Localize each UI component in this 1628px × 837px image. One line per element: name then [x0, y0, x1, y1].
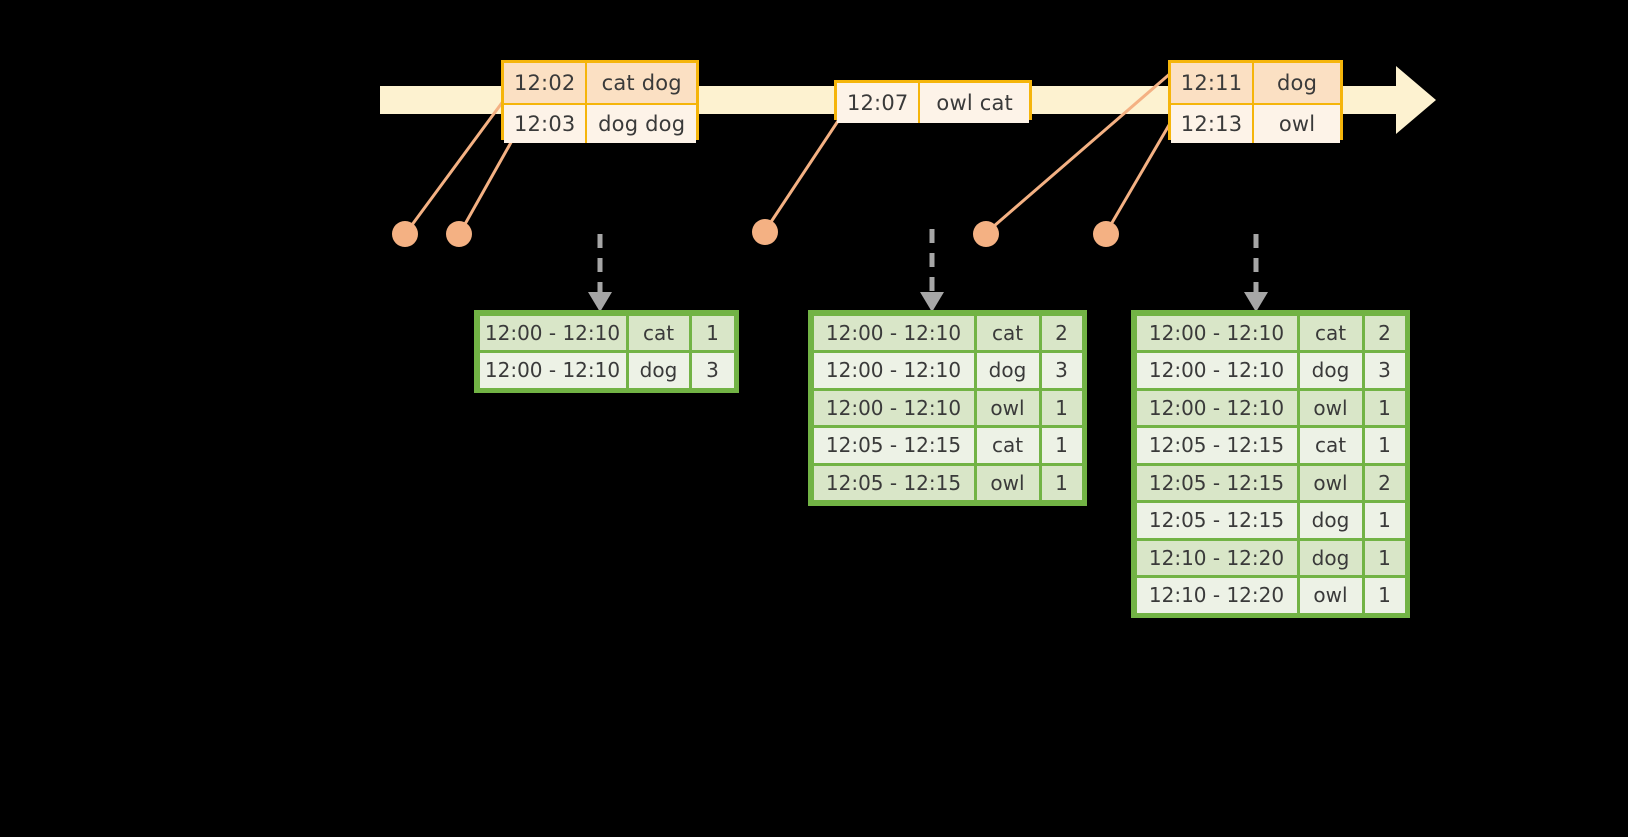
- count-cell: 1: [1364, 540, 1405, 575]
- key-cell: owl: [1299, 578, 1362, 613]
- window-cell: 12:10 - 12:20: [1136, 578, 1297, 613]
- key-cell: cat: [628, 315, 689, 350]
- event-row[interactable]: 12:02 cat dog: [504, 63, 696, 103]
- key-cell: owl: [1299, 390, 1362, 425]
- window-cell: 12:05 - 12:15: [1136, 465, 1297, 500]
- table-row[interactable]: 12:00 - 12:10 cat 2: [1135, 314, 1406, 352]
- key-cell: cat: [1299, 315, 1362, 350]
- table-row[interactable]: 12:05 - 12:15 dog 1: [1135, 502, 1406, 540]
- connector-dot-3: [752, 219, 778, 245]
- key-cell: dog: [1299, 353, 1362, 388]
- key-cell: dog: [1299, 540, 1362, 575]
- event-time: 12:11: [1171, 63, 1255, 103]
- window-cell: 12:00 - 12:10: [813, 353, 974, 388]
- count-cell: 1: [1041, 390, 1082, 425]
- window-cell: 12:00 - 12:10: [479, 315, 626, 350]
- window-cell: 12:00 - 12:10: [479, 353, 626, 388]
- result-table-1[interactable]: 12:00 - 12:10 cat 1 12:00 - 12:10 dog 3: [474, 310, 739, 393]
- event-row[interactable]: 12:11 dog: [1171, 63, 1340, 103]
- event-words: cat dog: [587, 63, 696, 103]
- table-row[interactable]: 12:00 - 12:10 dog 3: [1135, 352, 1406, 390]
- table-row[interactable]: 12:05 - 12:15 cat 1: [812, 427, 1083, 465]
- count-cell: 2: [1364, 465, 1405, 500]
- event-time: 12:13: [1171, 105, 1255, 143]
- key-cell: dog: [628, 353, 689, 388]
- window-cell: 12:05 - 12:15: [1136, 503, 1297, 538]
- table-row[interactable]: 12:00 - 12:10 cat 1: [478, 314, 735, 352]
- table-row[interactable]: 12:00 - 12:10 dog 3: [812, 352, 1083, 390]
- timeline-arrow-head-icon: [1360, 66, 1436, 134]
- count-cell: 1: [1364, 578, 1405, 613]
- window-cell: 12:00 - 12:10: [813, 315, 974, 350]
- table-row[interactable]: 12:05 - 12:15 cat 1: [1135, 427, 1406, 465]
- event-time: 12:03: [504, 105, 588, 143]
- event-row[interactable]: 12:13 owl: [1171, 103, 1340, 143]
- table-row[interactable]: 12:00 - 12:10 owl 1: [812, 389, 1083, 427]
- key-cell: owl: [976, 465, 1039, 500]
- event-words: dog dog: [587, 105, 696, 143]
- window-cell: 12:10 - 12:20: [1136, 540, 1297, 575]
- result-table-2[interactable]: 12:00 - 12:10 cat 2 12:00 - 12:10 dog 3 …: [808, 310, 1087, 506]
- event-time: 12:07: [837, 83, 921, 123]
- flow-arrow-heads: [588, 292, 1268, 312]
- event-words: dog: [1254, 63, 1340, 103]
- connector-dot-2: [446, 221, 472, 247]
- window-cell: 12:05 - 12:15: [813, 465, 974, 500]
- window-cell: 12:00 - 12:10: [1136, 390, 1297, 425]
- connector-dot-4: [973, 221, 999, 247]
- count-cell: 3: [691, 353, 734, 388]
- result-table-3[interactable]: 12:00 - 12:10 cat 2 12:00 - 12:10 dog 3 …: [1131, 310, 1410, 618]
- flow-arrow-shafts: [597, 229, 1259, 292]
- event-words: owl: [1254, 105, 1340, 143]
- window-cell: 12:00 - 12:10: [1136, 353, 1297, 388]
- window-cell: 12:05 - 12:15: [813, 428, 974, 463]
- connector-dot-1: [392, 221, 418, 247]
- key-cell: cat: [1299, 428, 1362, 463]
- key-cell: owl: [976, 390, 1039, 425]
- key-cell: owl: [1299, 465, 1362, 500]
- count-cell: 3: [1364, 353, 1405, 388]
- table-row[interactable]: 12:00 - 12:10 dog 3: [478, 352, 735, 390]
- count-cell: 1: [1041, 428, 1082, 463]
- event-group-3[interactable]: 12:11 dog 12:13 owl: [1168, 60, 1343, 143]
- table-row[interactable]: 12:00 - 12:10 owl 1: [1135, 389, 1406, 427]
- table-row[interactable]: 12:00 - 12:10 cat 2: [812, 314, 1083, 352]
- event-time: 12:02: [504, 63, 588, 103]
- table-row[interactable]: 12:10 - 12:20 dog 1: [1135, 539, 1406, 577]
- event-group-2[interactable]: 12:07 owl cat: [834, 80, 1032, 123]
- event-words: owl cat: [920, 83, 1029, 123]
- window-cell: 12:00 - 12:10: [1136, 315, 1297, 350]
- count-cell: 1: [1364, 390, 1405, 425]
- key-cell: cat: [976, 428, 1039, 463]
- window-cell: 12:05 - 12:15: [1136, 428, 1297, 463]
- count-cell: 1: [1041, 465, 1082, 500]
- table-row[interactable]: 12:10 - 12:20 owl 1: [1135, 577, 1406, 615]
- count-cell: 1: [1364, 428, 1405, 463]
- event-row[interactable]: 12:07 owl cat: [837, 83, 1029, 123]
- event-row[interactable]: 12:03 dog dog: [504, 103, 696, 143]
- count-cell: 3: [1041, 353, 1082, 388]
- table-row[interactable]: 12:05 - 12:15 owl 1: [812, 464, 1083, 502]
- count-cell: 2: [1364, 315, 1405, 350]
- event-group-1[interactable]: 12:02 cat dog 12:03 dog dog: [501, 60, 699, 143]
- connector-dot-5: [1093, 221, 1119, 247]
- key-cell: cat: [976, 315, 1039, 350]
- count-cell: 1: [1364, 503, 1405, 538]
- window-cell: 12:00 - 12:10: [813, 390, 974, 425]
- count-cell: 2: [1041, 315, 1082, 350]
- key-cell: dog: [1299, 503, 1362, 538]
- table-row[interactable]: 12:05 - 12:15 owl 2: [1135, 464, 1406, 502]
- key-cell: dog: [976, 353, 1039, 388]
- count-cell: 1: [691, 315, 734, 350]
